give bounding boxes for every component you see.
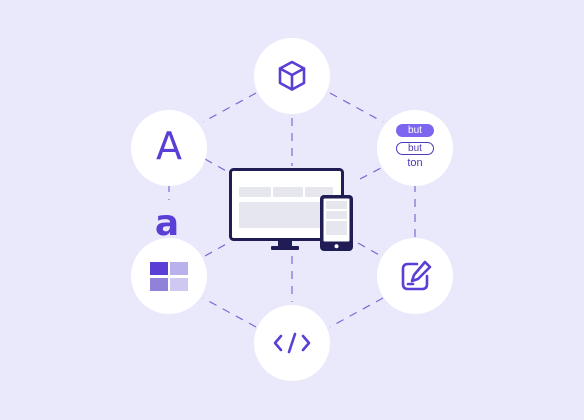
phone-block-1 — [326, 201, 347, 209]
code-icon — [273, 332, 311, 354]
node-edit — [377, 238, 453, 314]
node-layout — [131, 238, 207, 314]
connector-center-upper-left — [204, 158, 229, 173]
connector-bottom-left — [202, 297, 257, 328]
connector-top-right — [329, 92, 384, 123]
connector-top-left — [202, 92, 257, 123]
typography-uppercase-glyph: A — [156, 124, 182, 168]
node-component — [254, 38, 330, 114]
edit-icon — [401, 260, 432, 291]
connector-bottom-right — [329, 297, 384, 328]
phone-block-2 — [326, 211, 347, 219]
node-button: but but ton — [377, 110, 453, 186]
connector-center-lower-left — [204, 242, 229, 257]
screen-block-2 — [273, 187, 303, 197]
button-caption: ton — [407, 157, 423, 169]
node-code — [254, 305, 330, 381]
screen-content-block — [239, 202, 333, 228]
monitor-neck — [278, 239, 292, 246]
connector-center-lower-right — [357, 242, 382, 257]
typography-lowercase-glyph: a — [154, 203, 180, 244]
button-outline-sample: but — [396, 142, 434, 155]
screen-block-1 — [239, 187, 271, 197]
layout-grid-icon — [150, 262, 188, 291]
monitor-stand — [271, 246, 299, 250]
phone-block-3 — [326, 221, 347, 235]
phone-home-button — [334, 244, 339, 249]
cube-icon — [278, 60, 306, 91]
screen-block-3 — [305, 187, 333, 197]
responsive-devices-icon — [229, 168, 353, 251]
button-filled-sample: but — [396, 124, 434, 137]
node-typography: A — [131, 110, 207, 186]
connector-center-upper-right — [359, 167, 382, 180]
